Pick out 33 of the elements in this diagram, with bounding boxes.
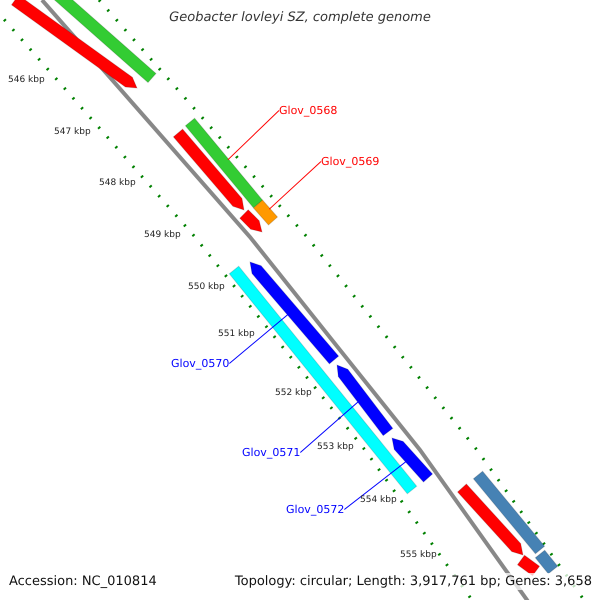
gene-bar [534,550,558,574]
gene-bar [472,470,546,554]
genome-summary-text: Topology: circular; Length: 3,917,761 bp; Genes: 3,658 [232,573,594,590]
scale-label: 548 kbp [99,179,136,188]
gene-label: Glov_0568 [279,105,338,116]
gene-label: Glov_0569 [321,156,380,167]
gene-bar [336,364,394,436]
accession-text: Accession: NC_010814 [9,575,157,588]
gene-label: Glov_0572 [286,504,344,515]
gene-label: Glov_0571 [242,447,300,458]
scale-label: 549 kbp [144,231,181,240]
gene-bar [172,128,245,211]
leader-line [227,110,280,160]
leader-line [268,161,322,210]
title: Geobacter lovleyi SZ, complete genome [168,11,432,24]
gene-bar [10,0,138,89]
scale-label: 550 kbp [188,283,225,292]
leader-line [300,401,360,453]
scale-label: 554 kbp [360,496,397,505]
gene-bar [252,199,278,226]
scale-label: 551 kbp [218,330,255,339]
gene-bar [456,483,524,556]
gene-bar [53,0,157,84]
leader-line [228,314,289,364]
scale-label: 552 kbp [275,389,312,398]
scale-label: 546 kbp [8,76,45,85]
scale-label: 553 kbp [317,443,354,452]
gene-bar [184,118,264,208]
leader-line [344,460,407,510]
scale-label: 547 kbp [54,128,91,137]
scale-label: 555 kbp [400,551,437,560]
gene-label: Glov_0570 [171,358,230,369]
gene-bar [391,437,434,483]
